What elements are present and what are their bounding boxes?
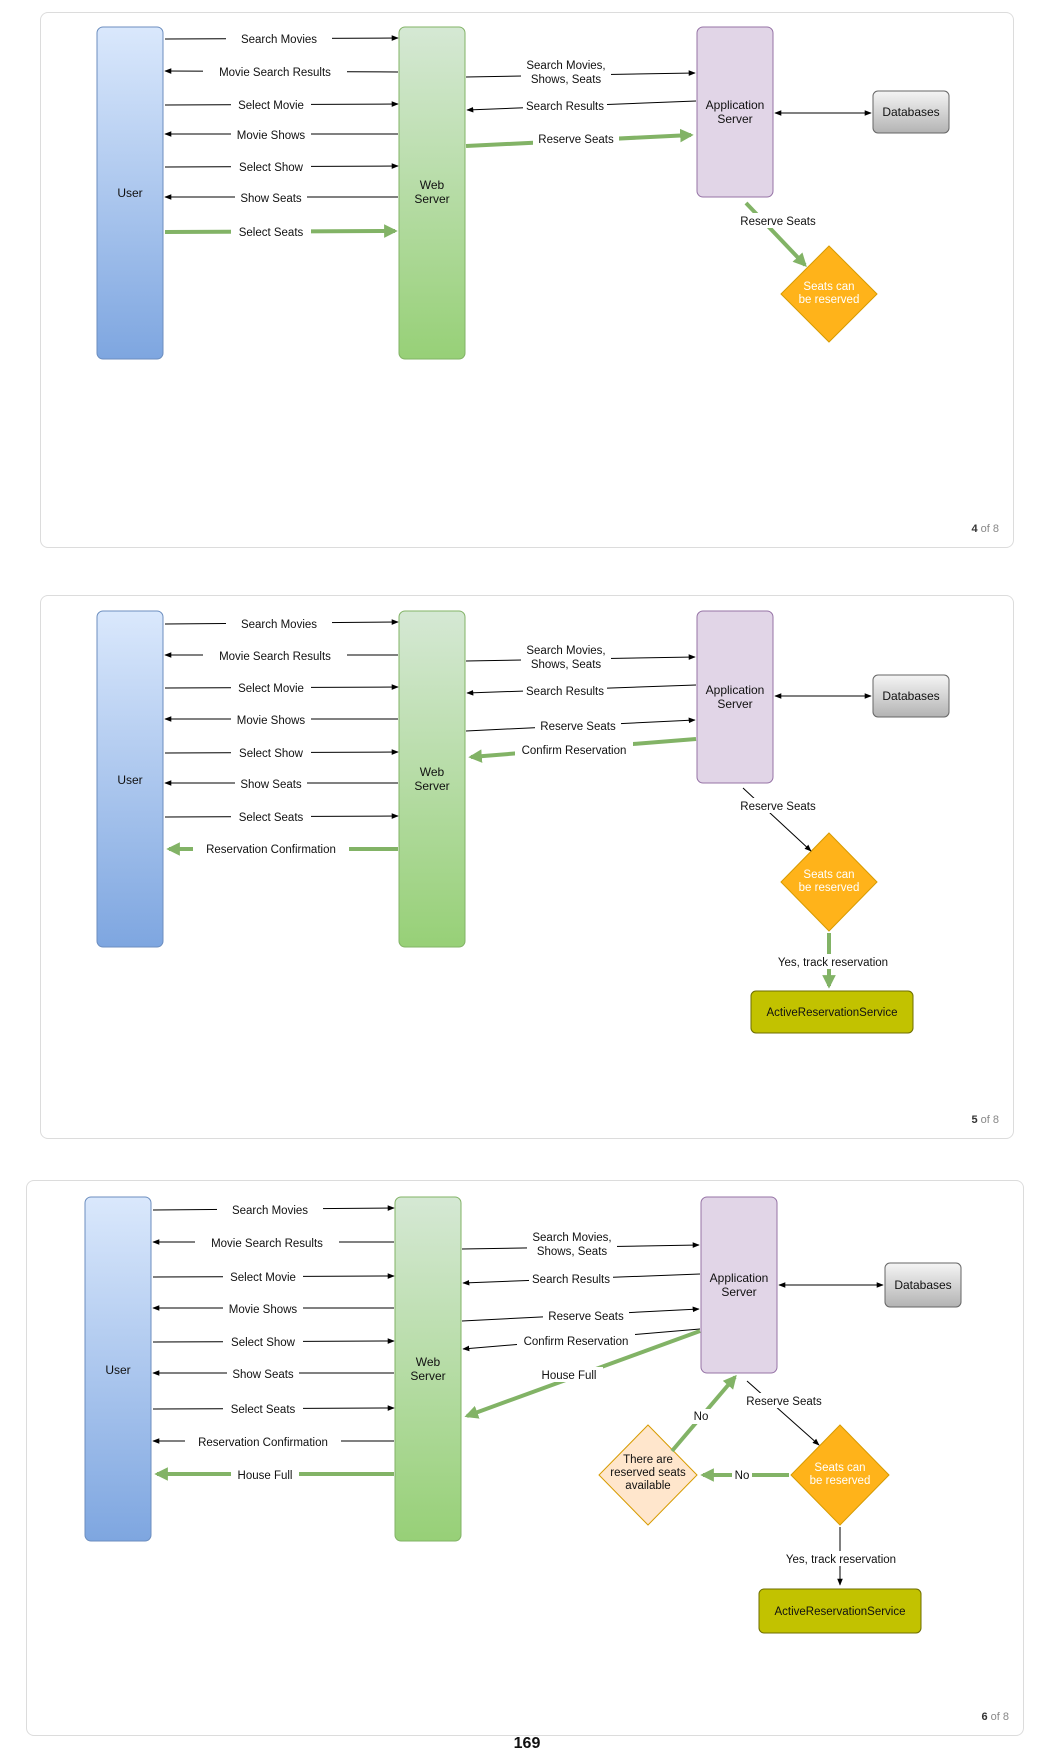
user-label: User — [117, 773, 142, 787]
svg-text:Movie Shows: Movie Shows — [237, 130, 306, 142]
svg-text:Select Show: Select Show — [239, 748, 304, 760]
svg-text:Show Seats: Show Seats — [240, 193, 302, 205]
databases — [872, 90, 950, 134]
decision-seats — [790, 1424, 890, 1526]
page-number-footer: 169 — [513, 1735, 541, 1752]
svg-text:Select Show: Select Show — [239, 162, 304, 174]
app-to-decision-arrow — [744, 201, 807, 267]
svg-text:Reserve Seats: Reserve Seats — [540, 721, 616, 733]
svg-text:Movie Shows: Movie Shows — [229, 1304, 298, 1316]
left-message-labels: Search Movies Movie Search Results Selec… — [185, 1202, 341, 1482]
yes-label: Yes, track reservation — [778, 957, 888, 969]
svg-text:House Full: House Full — [238, 1470, 293, 1482]
svg-text:Movie Search Results: Movie Search Results — [219, 67, 331, 79]
user-lane — [84, 1196, 152, 1542]
svg-text:Movie Search Results: Movie Search Results — [219, 651, 331, 663]
svg-text:Search Movies: Search Movies — [241, 34, 317, 46]
svg-text:Reserve Seats: Reserve Seats — [548, 1311, 624, 1323]
right-message-labels: Search Movies,Shows, Seats Search Result… — [521, 57, 619, 146]
svg-text:Search Results: Search Results — [532, 1274, 610, 1286]
svg-text:Show Seats: Show Seats — [240, 779, 302, 791]
databases-label: Databases — [882, 689, 939, 703]
databases — [872, 674, 950, 718]
active-reservation-service-label: ActiveReservationService — [766, 1007, 897, 1019]
app-down-label: Reserve Seats — [740, 801, 816, 813]
databases — [884, 1262, 962, 1308]
application-server — [696, 610, 774, 784]
user-label: User — [117, 186, 142, 200]
page-indicator: 4 of 8 — [971, 523, 999, 535]
svg-text:Confirm Reservation: Confirm Reservation — [524, 1336, 629, 1348]
svg-text:Search Movies: Search Movies — [232, 1205, 308, 1217]
svg-text:Search Results: Search Results — [526, 686, 604, 698]
app-down-label: Reserve Seats — [746, 1396, 822, 1408]
active-reservation-service — [758, 1588, 922, 1634]
application-server — [696, 26, 774, 198]
left-message-labels: Search Movies Movie Search Results Selec… — [193, 616, 349, 856]
svg-text:Search Movies,Shows, Seats: Search Movies,Shows, Seats — [526, 645, 605, 671]
svg-text:Reservation Confirmation: Reservation Confirmation — [206, 844, 336, 856]
no-label-right: No — [735, 1470, 750, 1482]
svg-text:House Full: House Full — [542, 1370, 597, 1382]
svg-text:Search Results: Search Results — [526, 101, 604, 113]
left-message-labels: Search Movies Movie Search Results Selec… — [203, 31, 347, 239]
right-message-labels: Search Movies,Shows, Seats Search Result… — [517, 1229, 635, 1382]
page-indicator: 5 of 8 — [971, 1114, 999, 1126]
decision-seats — [780, 832, 878, 932]
user-lane — [96, 26, 164, 360]
application-server — [700, 1196, 778, 1374]
user-label: User — [105, 1363, 130, 1377]
svg-text:Reserve Seats: Reserve Seats — [538, 134, 614, 146]
web-server-lane — [398, 26, 466, 360]
right-message-arrows — [461, 1242, 701, 1419]
app-to-decision-arrow — [746, 1380, 820, 1446]
web-server-lane — [394, 1196, 462, 1542]
yes-label: Yes, track reservation — [786, 1554, 896, 1566]
web-server-lane — [398, 610, 466, 948]
svg-text:Search Movies: Search Movies — [241, 619, 317, 631]
svg-text:Select Show: Select Show — [231, 1337, 296, 1349]
svg-text:Select Movie: Select Movie — [238, 100, 304, 112]
svg-text:Show Seats: Show Seats — [232, 1369, 294, 1381]
right-message-labels: Search Movies,Shows, Seats Search Result… — [515, 642, 633, 757]
user-lane — [96, 610, 164, 948]
decision-seats — [780, 245, 878, 343]
active-reservation-service — [750, 990, 914, 1034]
svg-text:Select Seats: Select Seats — [231, 1404, 296, 1416]
no-label-up: No — [694, 1411, 709, 1423]
databases-label: Databases — [882, 105, 939, 119]
page-indicator: 6 of 8 — [981, 1711, 1009, 1723]
svg-text:Search Movies,Shows, Seats: Search Movies,Shows, Seats — [532, 1232, 611, 1258]
app-to-decision-arrow — [742, 787, 812, 852]
svg-text:Confirm Reservation: Confirm Reservation — [522, 745, 627, 757]
databases-label: Databases — [894, 1278, 951, 1292]
svg-text:Movie Search Results: Movie Search Results — [211, 1238, 323, 1250]
svg-text:Reservation Confirmation: Reservation Confirmation — [198, 1437, 328, 1449]
app-down-label: Reserve Seats — [740, 216, 816, 228]
svg-text:Select Movie: Select Movie — [230, 1272, 296, 1284]
svg-text:Select Seats: Select Seats — [239, 812, 304, 824]
svg-text:Select Seats: Select Seats — [239, 227, 304, 239]
svg-text:Select Movie: Select Movie — [238, 683, 304, 695]
svg-text:Movie Shows: Movie Shows — [237, 715, 306, 727]
active-reservation-service-label: ActiveReservationService — [774, 1606, 905, 1618]
svg-text:Search Movies,Shows, Seats: Search Movies,Shows, Seats — [526, 60, 605, 86]
